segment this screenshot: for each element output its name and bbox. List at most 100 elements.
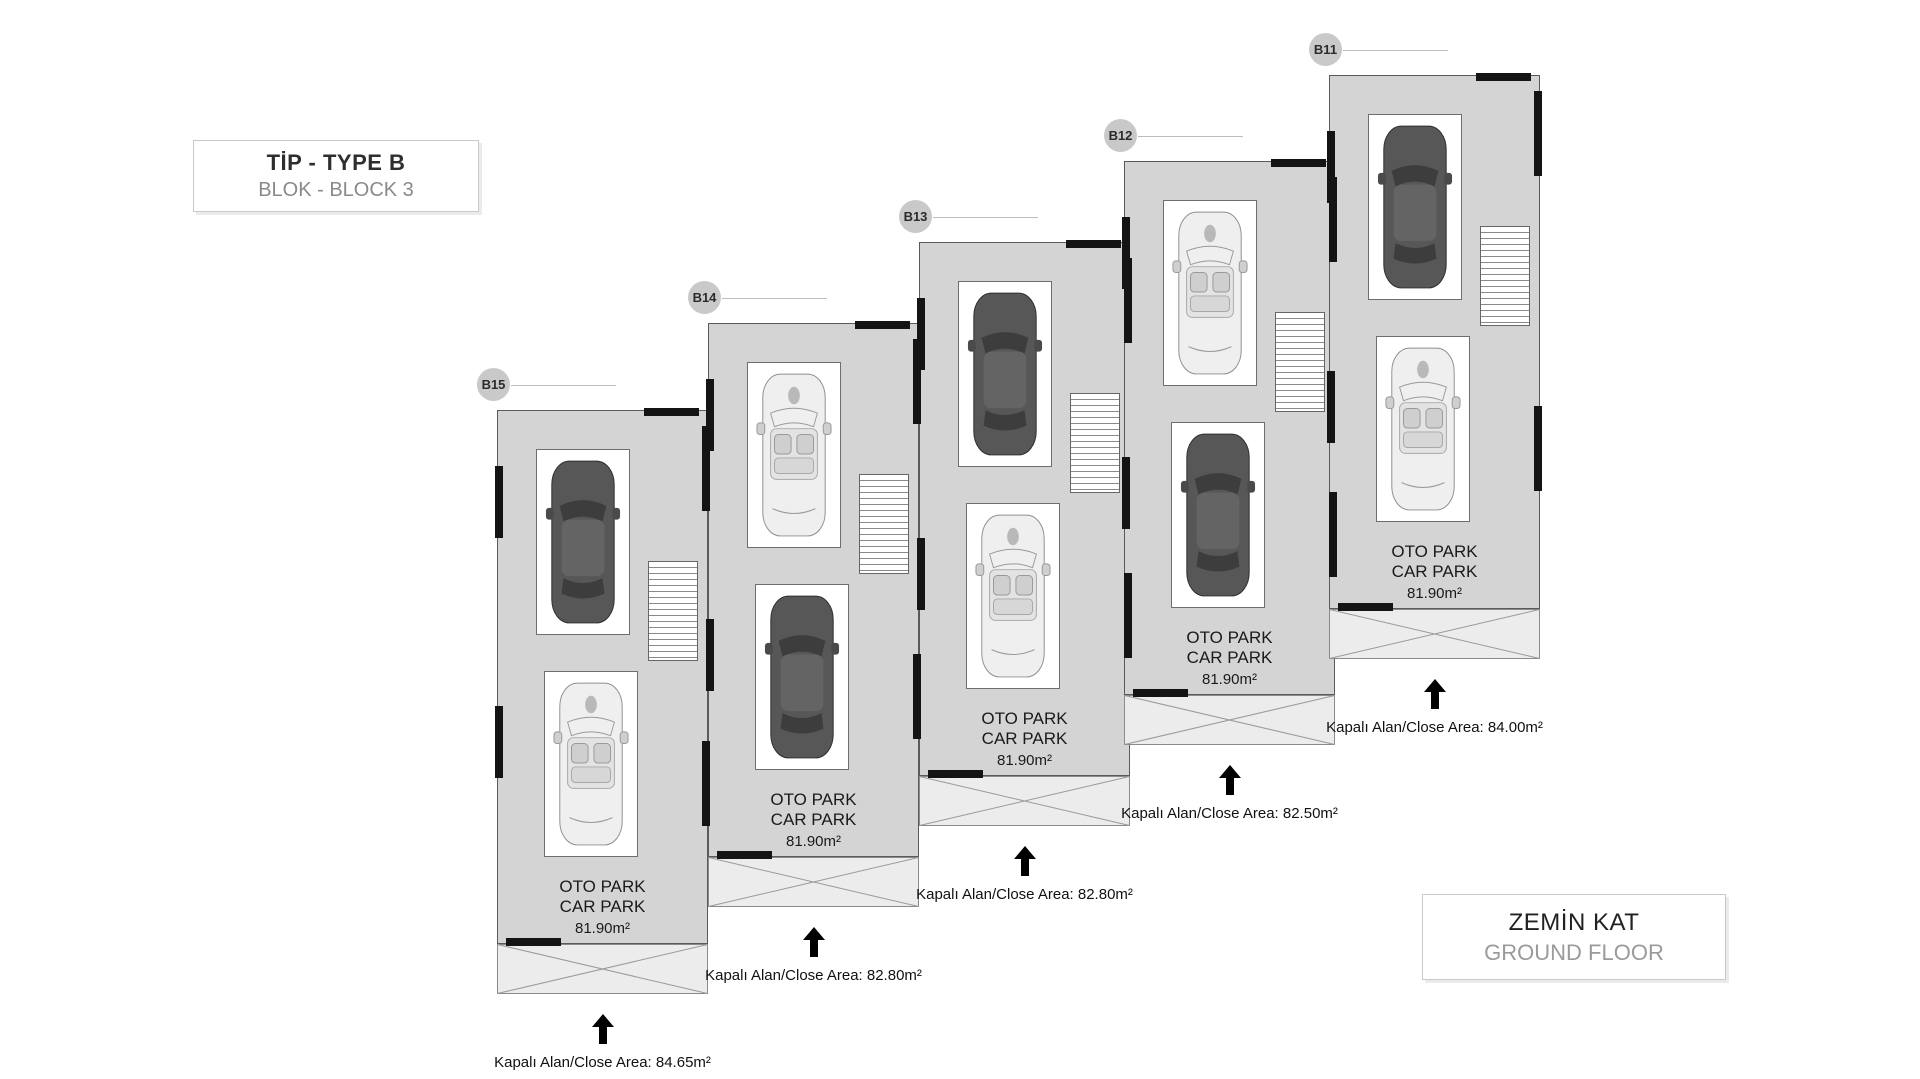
wall-segment — [917, 538, 925, 610]
wall-segment — [495, 706, 503, 778]
parking-spot — [747, 362, 841, 548]
park-label: OTO PARK CAR PARK 81.90m² — [498, 877, 707, 938]
park-area-value: 81.90m² — [785, 832, 842, 850]
unit-badge: B15 — [477, 368, 510, 401]
unit-badge: B11 — [1309, 33, 1342, 66]
unit-floor-outline: OTO PARK CAR PARK 81.90m² — [706, 321, 921, 859]
park-area-value: 81.90m² — [574, 919, 631, 937]
entrance-arrow-icon — [1423, 679, 1446, 709]
wall-segment — [706, 379, 714, 451]
unit-badge: B14 — [688, 281, 721, 314]
wall-segment — [1327, 371, 1335, 443]
park-area-value: 81.90m² — [996, 751, 1053, 769]
entrance-arrow-icon — [802, 927, 825, 957]
staircase-icon — [1070, 393, 1120, 493]
wall-segment — [644, 408, 699, 416]
driveway-hatch-icon — [1329, 609, 1540, 659]
park-label-line: OTO PARK — [770, 790, 857, 809]
parking-spot — [1376, 336, 1470, 522]
floor-label-en: GROUND FLOOR — [1484, 939, 1664, 965]
driveway-hatch-icon — [919, 776, 1130, 826]
car-top-view-icon — [974, 511, 1052, 681]
type-block-label-box: TİP - TYPE B BLOK - BLOCK 3 — [193, 140, 479, 212]
wall-segment — [1122, 217, 1130, 289]
car-top-view-icon — [552, 679, 630, 849]
type-label: TİP - TYPE B — [266, 150, 406, 175]
wall-segment — [1122, 457, 1130, 529]
wall-segment — [702, 741, 710, 826]
entrance-arrow-icon — [1013, 846, 1036, 876]
park-label: OTO PARK CAR PARK 81.90m² — [1125, 628, 1334, 689]
unit-badge: B12 — [1104, 119, 1137, 152]
park-label-line: CAR PARK — [559, 897, 646, 917]
close-area-label: Kapalı Alan/Close Area: 82.80m² — [705, 967, 922, 984]
parking-spot — [1368, 114, 1462, 300]
block-label: BLOK - BLOCK 3 — [258, 179, 414, 201]
car-top-view-icon — [966, 289, 1044, 459]
parking-spot — [1171, 422, 1265, 608]
unit-floor-outline: OTO PARK CAR PARK 81.90m² — [1327, 73, 1542, 611]
car-top-view-icon — [1376, 122, 1454, 292]
unit-plan-b14: B14 OTO PARK CAR PARK 81.90m² Kapalı Ala… — [688, 281, 922, 984]
park-label: OTO PARK CAR PARK 81.90m² — [1330, 542, 1539, 603]
park-label-line: CAR PARK — [1186, 648, 1273, 668]
wall-segment — [855, 321, 910, 329]
wall-segment — [706, 619, 714, 691]
badge-leader-line — [1138, 136, 1243, 137]
close-area-label: Kapalı Alan/Close Area: 84.65m² — [494, 1054, 711, 1071]
car-top-view-icon — [763, 592, 841, 762]
parking-spot — [755, 584, 849, 770]
parking-spot — [958, 281, 1052, 467]
unit-floor-outline: OTO PARK CAR PARK 81.90m² — [917, 240, 1132, 778]
park-label-line: CAR PARK — [981, 729, 1068, 749]
close-area-label: Kapalı Alan/Close Area: 84.00m² — [1326, 719, 1543, 736]
car-top-view-icon — [755, 370, 833, 540]
park-label: OTO PARK CAR PARK 81.90m² — [920, 709, 1129, 770]
wall-segment — [913, 654, 921, 739]
wall-segment — [1124, 573, 1132, 658]
wall-segment — [1476, 73, 1531, 81]
parking-spot — [1163, 200, 1257, 386]
parking-spot — [966, 503, 1060, 689]
badge-leader-line — [933, 217, 1038, 218]
entrance-arrow-icon — [591, 1014, 614, 1044]
wall-segment — [913, 339, 921, 424]
unit-plan-b15: B15 OTO PARK CAR PARK 81.90m² Kapalı Ala… — [477, 368, 711, 1071]
unit-badge: B13 — [899, 200, 932, 233]
park-label-line: CAR PARK — [770, 810, 857, 830]
unit-floor-outline: OTO PARK CAR PARK 81.90m² — [495, 408, 710, 946]
badge-leader-line — [722, 298, 827, 299]
staircase-icon — [859, 474, 909, 574]
floor-label-box: ZEMİN KAT GROUND FLOOR — [1422, 894, 1726, 980]
staircase-icon — [1480, 226, 1530, 326]
park-label-line: OTO PARK — [1391, 542, 1478, 561]
badge-leader-line — [1343, 50, 1448, 51]
park-area-value: 81.90m² — [1406, 584, 1463, 602]
staircase-icon — [1275, 312, 1325, 412]
wall-segment — [1534, 406, 1542, 491]
unit-plan-b11: B11 OTO PARK CAR PARK 81.90m² Kapalı Ala… — [1309, 33, 1543, 736]
park-label: OTO PARK CAR PARK 81.90m² — [709, 790, 918, 851]
wall-segment — [1338, 603, 1393, 611]
parking-spot — [536, 449, 630, 635]
car-top-view-icon — [1171, 208, 1249, 378]
wall-segment — [1534, 91, 1542, 176]
staircase-icon — [648, 561, 698, 661]
wall-segment — [917, 298, 925, 370]
wall-segment — [702, 426, 710, 511]
wall-segment — [1124, 258, 1132, 343]
park-label-line: CAR PARK — [1391, 562, 1478, 582]
driveway-hatch-icon — [1124, 695, 1335, 745]
unit-floor-outline: OTO PARK CAR PARK 81.90m² — [1122, 159, 1337, 697]
wall-segment — [1066, 240, 1121, 248]
wall-segment — [1271, 159, 1326, 167]
close-area-label: Kapalı Alan/Close Area: 82.50m² — [1121, 805, 1338, 822]
wall-segment — [1133, 689, 1188, 697]
park-label-line: OTO PARK — [1186, 628, 1273, 647]
car-top-view-icon — [1179, 430, 1257, 600]
car-top-view-icon — [1384, 344, 1462, 514]
close-area-label: Kapalı Alan/Close Area: 82.80m² — [916, 886, 1133, 903]
badge-leader-line — [511, 385, 616, 386]
parking-spot — [544, 671, 638, 857]
